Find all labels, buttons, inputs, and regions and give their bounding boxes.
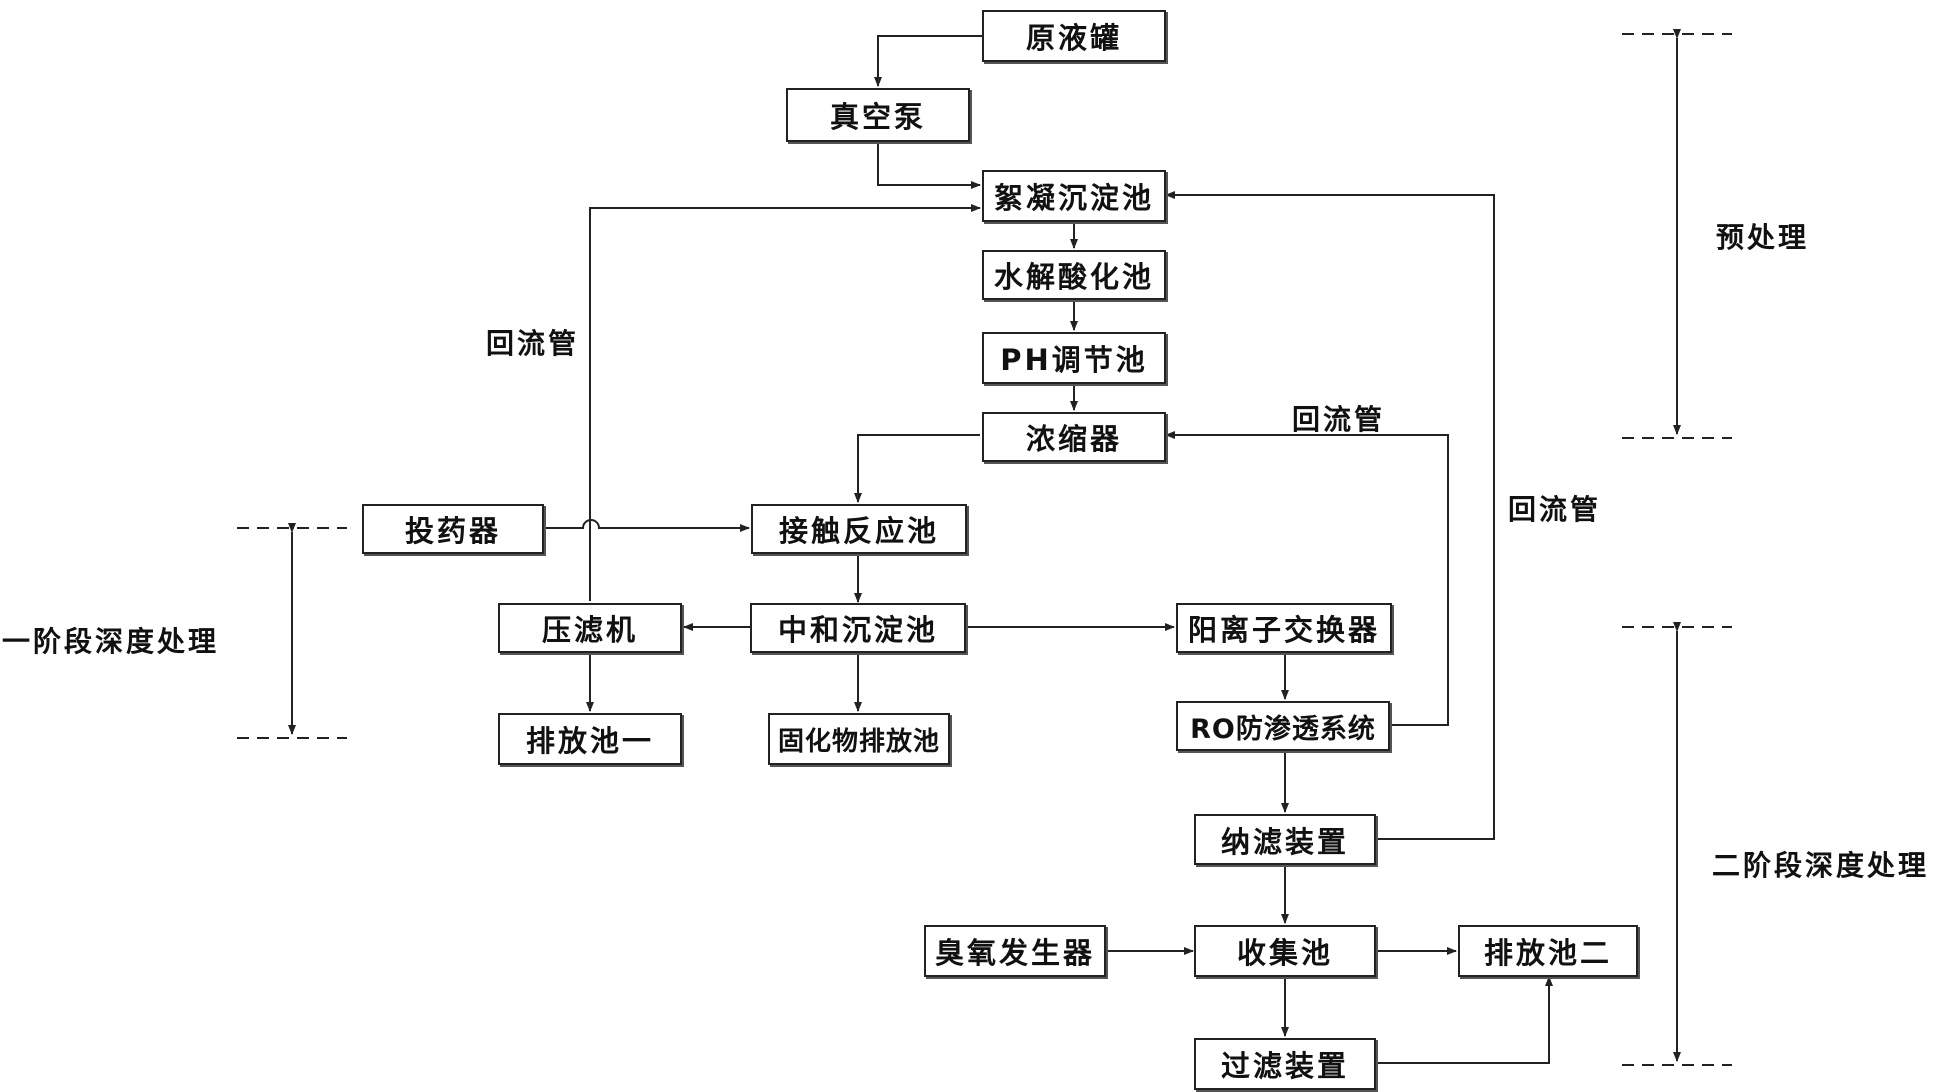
node-vacuum-pump: 真空泵: [786, 88, 970, 142]
node-cation-exchanger: 阳离子交换器: [1176, 603, 1392, 653]
label-return-pipe-mid: 回流管: [1292, 403, 1386, 436]
node-ozone-generator: 臭氧发生器: [924, 925, 1106, 977]
edge-raw-to-pump: [874, 35, 982, 87]
edge-pump-to-floc: [877, 142, 981, 189]
edge-doser-to-contact: [544, 519, 750, 532]
node-discharge-one: 排放池一: [498, 713, 682, 765]
node-raw-tank: 原液罐: [982, 10, 1166, 62]
node-flocculation-tank: 絮凝沉淀池: [982, 170, 1166, 222]
node-hydrolysis-tank: 水解酸化池: [982, 250, 1166, 300]
node-doser: 投药器: [362, 504, 544, 554]
node-filter-device: 过滤装置: [1194, 1038, 1376, 1090]
node-neutral-tank: 中和沉淀池: [750, 603, 966, 653]
node-solid-discharge: 固化物排放池: [768, 713, 950, 765]
label-return-pipe-right: 回流管: [1508, 493, 1602, 526]
node-contact-tank: 接触反应池: [751, 504, 967, 554]
node-concentrator: 浓缩器: [982, 412, 1166, 462]
node-ph-tank: PH调节池: [982, 332, 1166, 384]
return-pipe-press-to-floc: [589, 204, 981, 601]
node-discharge-two: 排放池二: [1458, 925, 1638, 977]
node-collect-tank: 收集池: [1194, 925, 1376, 977]
edge-conc-to-contact: [854, 434, 980, 503]
node-nano-filter: 纳滤装置: [1194, 814, 1376, 865]
return-pipe-ro-to-conc: [1165, 431, 1449, 726]
label-return-pipe-left: 回流管: [486, 327, 580, 360]
label-stage-two: 二阶段深度处理: [1712, 849, 1930, 882]
node-ro-system: RO防渗透系统: [1176, 701, 1390, 751]
edge-filter-to-discharge2: [1374, 976, 1553, 1064]
return-pipe-nano-to-floc: [1165, 191, 1495, 840]
label-stage-pretreatment: 预处理: [1716, 221, 1810, 254]
label-stage-one: 一阶段深度处理: [2, 625, 220, 658]
node-filter-press: 压滤机: [498, 603, 682, 653]
